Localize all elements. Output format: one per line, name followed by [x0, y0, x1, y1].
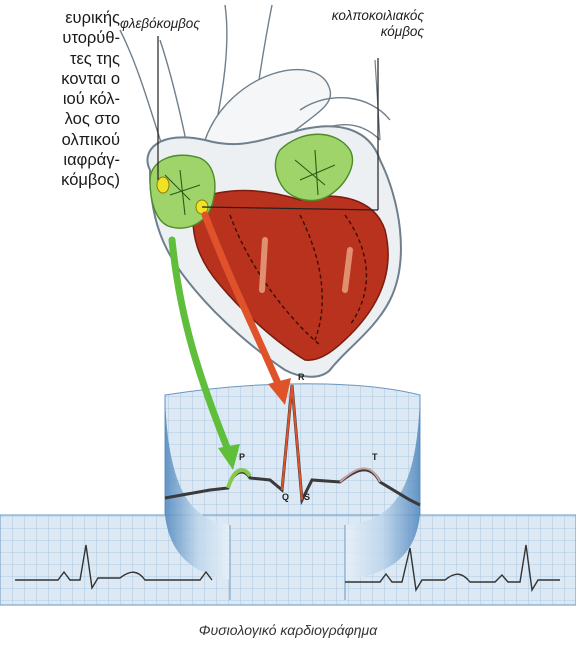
sinoatrial-node-label: φλεβόκομβος [120, 16, 200, 32]
ecg-wave-label-r: R [298, 372, 305, 382]
figure-caption: Φυσιολογικό καρδιογράφημα [0, 622, 576, 638]
ecg-wave-label-s: S [304, 492, 310, 502]
ecg-wave-label-t: T [372, 452, 378, 462]
av-node-label-line1: κολποκοιλιακός [332, 8, 424, 24]
av-node-label: κολποκοιλιακός κόμβος [332, 8, 424, 40]
ecg-wave-label-p: P [239, 452, 245, 462]
av-node-label-line2: κόμβος [332, 24, 424, 40]
sinoatrial-node [157, 177, 169, 193]
ecg-wave-label-q: Q [282, 492, 289, 502]
